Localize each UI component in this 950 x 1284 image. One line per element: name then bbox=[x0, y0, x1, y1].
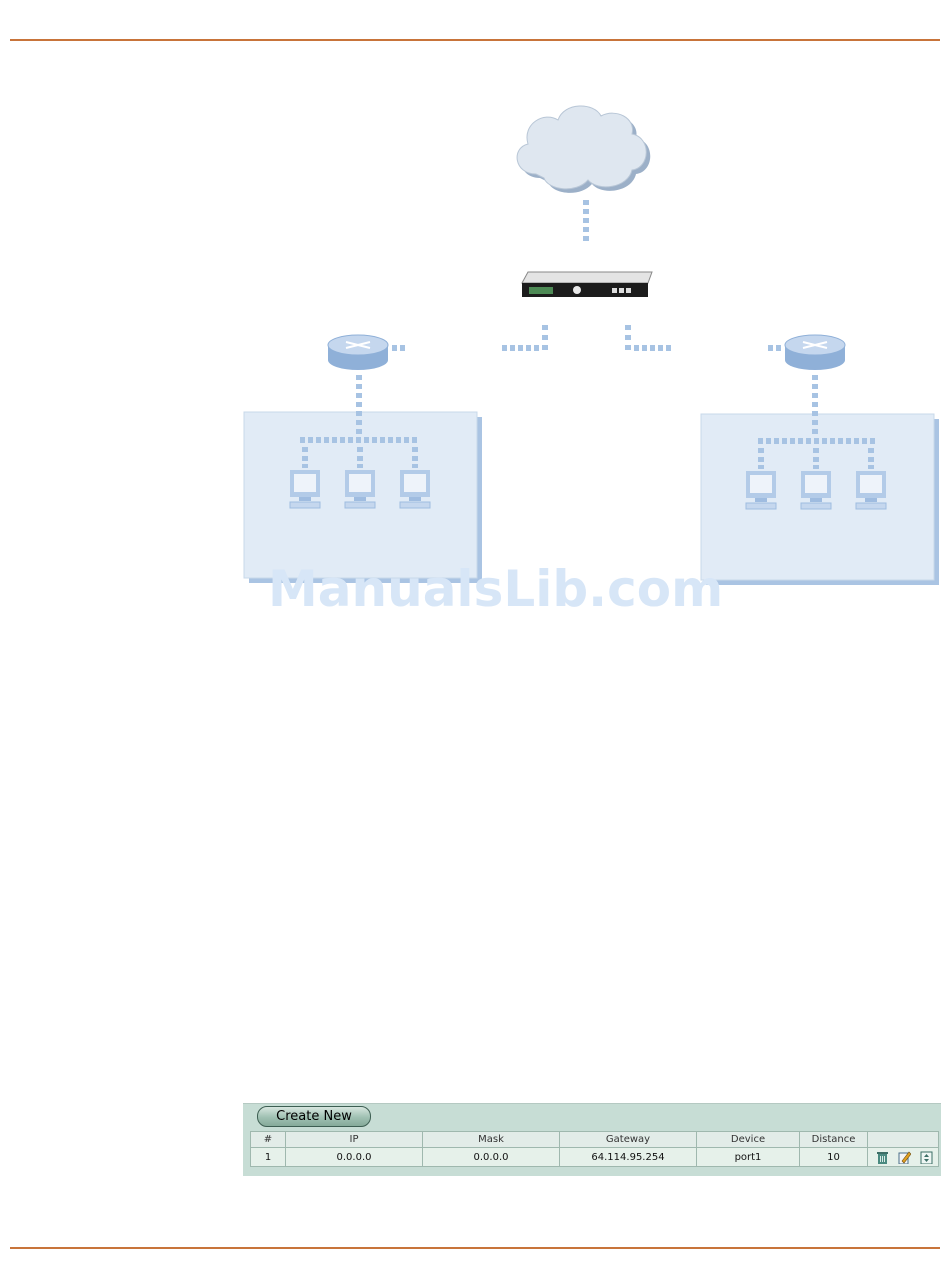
computer-icon bbox=[856, 471, 886, 509]
cell-distance: 10 bbox=[800, 1148, 868, 1167]
cell-actions bbox=[868, 1148, 939, 1167]
move-icon[interactable] bbox=[920, 1151, 933, 1164]
delete-icon[interactable] bbox=[876, 1151, 889, 1164]
computer-icon bbox=[400, 470, 430, 508]
col-header-distance: Distance bbox=[800, 1132, 868, 1148]
firewall-appliance-icon bbox=[522, 272, 652, 297]
network-diagram bbox=[0, 0, 950, 620]
cell-num: 1 bbox=[251, 1148, 286, 1167]
create-new-button[interactable]: Create New bbox=[257, 1106, 371, 1127]
computer-icon bbox=[801, 471, 831, 509]
computer-icon bbox=[746, 471, 776, 509]
cell-ip: 0.0.0.0 bbox=[286, 1148, 423, 1167]
route-table: # IP Mask Gateway Device Distance 1 0.0.… bbox=[250, 1131, 939, 1167]
footer-rule bbox=[10, 1247, 940, 1249]
table-header-row: # IP Mask Gateway Device Distance bbox=[251, 1132, 939, 1148]
computer-icon bbox=[290, 470, 320, 508]
cell-mask: 0.0.0.0 bbox=[423, 1148, 560, 1167]
col-header-gateway: Gateway bbox=[560, 1132, 697, 1148]
table-row: 1 0.0.0.0 0.0.0.0 64.114.95.254 port1 10 bbox=[251, 1148, 939, 1167]
computer-icon bbox=[345, 470, 375, 508]
link-firewall-right bbox=[625, 325, 781, 351]
static-route-panel: Create New # IP Mask Gateway Device Dist… bbox=[243, 1103, 941, 1176]
left-router-icon bbox=[328, 335, 388, 370]
edit-icon[interactable] bbox=[898, 1151, 911, 1164]
link-firewall-left bbox=[392, 325, 548, 351]
col-header-mask: Mask bbox=[423, 1132, 560, 1148]
col-header-num: # bbox=[251, 1132, 286, 1148]
link-cloud-firewall bbox=[583, 200, 589, 241]
col-header-device: Device bbox=[697, 1132, 800, 1148]
cell-gateway: 64.114.95.254 bbox=[560, 1148, 697, 1167]
col-header-ip: IP bbox=[286, 1132, 423, 1148]
internet-cloud-icon bbox=[517, 106, 650, 193]
right-router-icon bbox=[785, 335, 845, 370]
watermark-text: ManualsLib.com bbox=[268, 560, 723, 618]
cell-device: port1 bbox=[697, 1148, 800, 1167]
col-header-actions bbox=[868, 1132, 939, 1148]
